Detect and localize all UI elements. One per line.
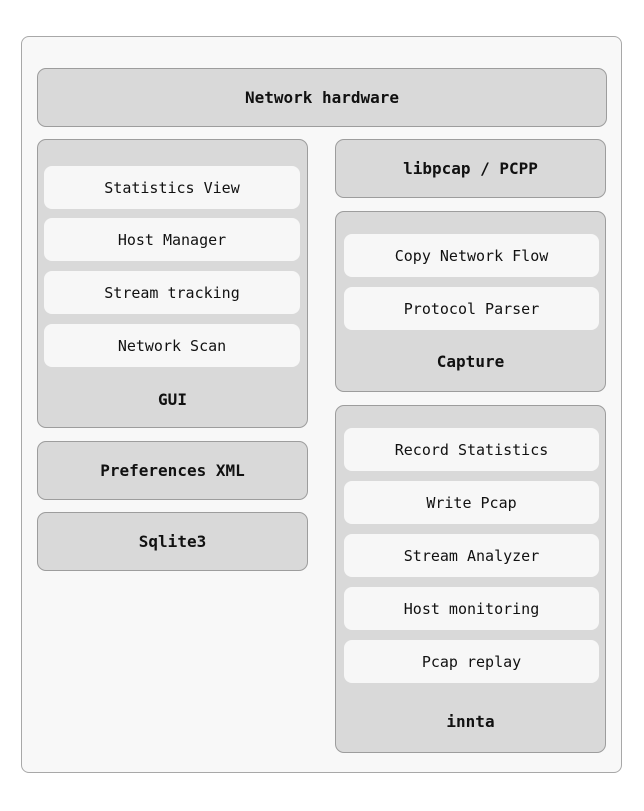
capture-item-copy-network-flow: Copy Network Flow <box>344 234 599 277</box>
gui-box: Statistics View Host Manager Stream trac… <box>37 139 308 428</box>
gui-item-stream-tracking: Stream tracking <box>44 271 300 314</box>
innta-item-stream-analyzer: Stream Analyzer <box>344 534 599 577</box>
innta-box: Record Statistics Write Pcap Stream Anal… <box>335 405 606 753</box>
capture-item-protocol-parser: Protocol Parser <box>344 287 599 330</box>
innta-item-record-statistics: Record Statistics <box>344 428 599 471</box>
preferences-xml-box: Preferences XML <box>37 441 308 500</box>
innta-item-write-pcap: Write Pcap <box>344 481 599 524</box>
capture-label: Capture <box>436 352 505 371</box>
innta-item-pcap-replay: Pcap replay <box>344 640 599 683</box>
sqlite3-box: Sqlite3 <box>37 512 308 571</box>
innta-item-host-monitoring: Host monitoring <box>344 587 599 630</box>
network-hardware-box: Network hardware <box>37 68 607 127</box>
libpcap-label: libpcap / PCPP <box>403 158 538 178</box>
gui-item-network-scan: Network Scan <box>44 324 300 367</box>
sqlite3-label: Sqlite3 <box>138 531 207 551</box>
capture-box: Copy Network Flow Protocol Parser Captur… <box>335 211 606 392</box>
innta-label: innta <box>446 712 495 731</box>
gui-label: GUI <box>158 390 187 409</box>
gui-item-host-manager: Host Manager <box>44 218 300 261</box>
gui-item-statistics-view: Statistics View <box>44 166 300 209</box>
network-hardware-label: Network hardware <box>244 87 400 107</box>
preferences-xml-label: Preferences XML <box>100 460 245 480</box>
libpcap-box: libpcap / PCPP <box>335 139 606 198</box>
